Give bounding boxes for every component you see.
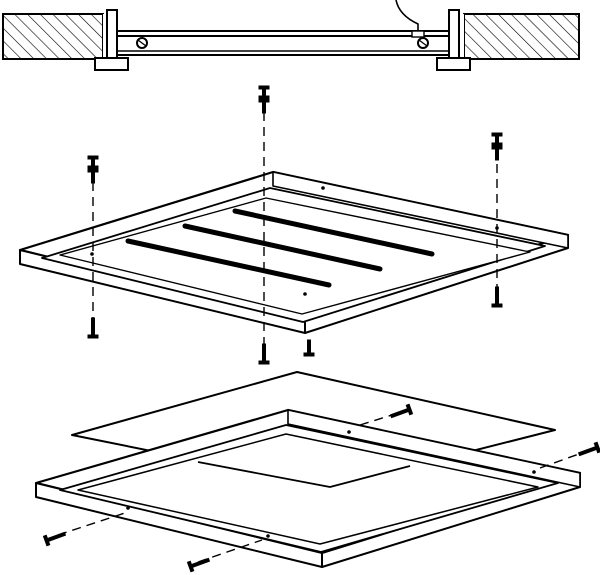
alignment-guides <box>57 112 591 563</box>
ceiling-left-hatch <box>2 13 104 60</box>
mounting-rail <box>116 30 450 56</box>
screw-icon <box>186 557 211 573</box>
right-bracket <box>436 9 471 71</box>
ceiling-right-hatch <box>463 13 580 60</box>
panel-light-area <box>59 197 531 315</box>
left-bracket <box>94 9 129 71</box>
screw-icon <box>389 403 414 419</box>
led-strips <box>125 208 435 288</box>
mounting-frame <box>34 408 582 568</box>
power-cable <box>395 0 419 31</box>
screw-icon <box>258 343 270 365</box>
led-panel <box>18 170 570 334</box>
screw-icon <box>491 286 503 308</box>
screw-icon <box>303 339 315 357</box>
screw-icon <box>258 85 270 114</box>
screw-icon <box>42 531 67 547</box>
ceiling-section <box>2 0 580 71</box>
screw-icon <box>577 441 600 457</box>
screw-icon <box>87 155 99 184</box>
frame-opening <box>77 433 539 545</box>
screws <box>42 85 600 573</box>
screw-icon <box>491 132 503 161</box>
screw-icon <box>87 317 99 339</box>
